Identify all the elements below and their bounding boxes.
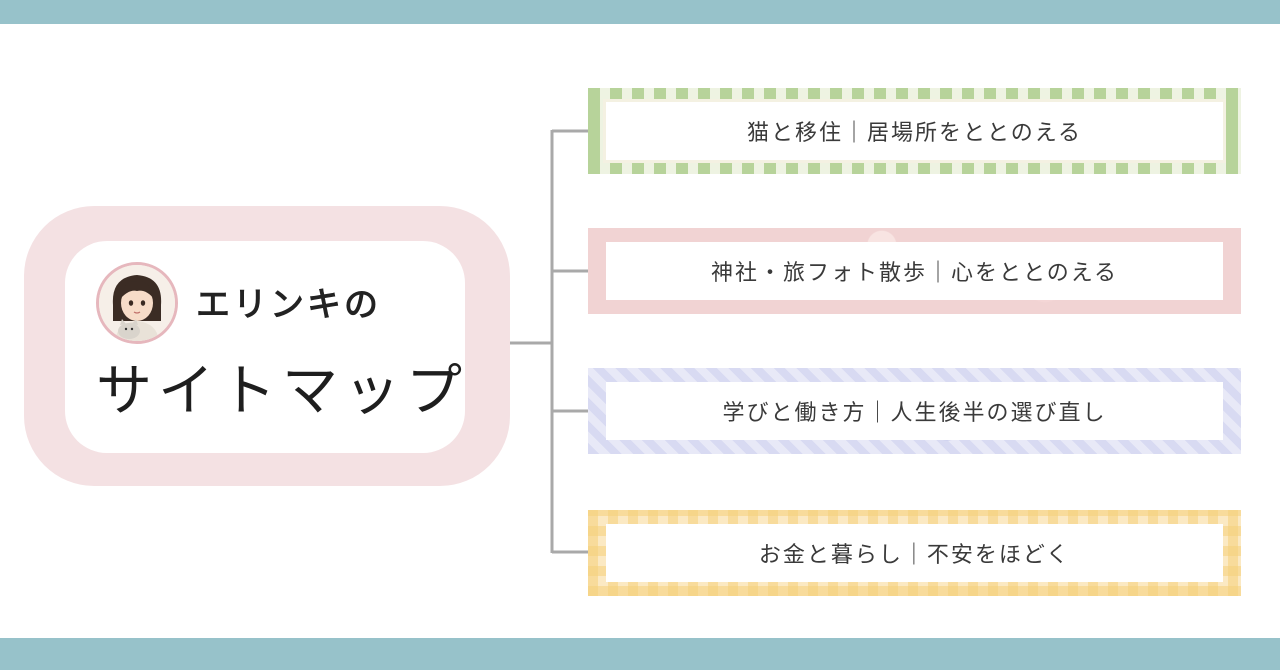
category-label: 猫と移住｜居場所をととのえる <box>746 121 1083 146</box>
bottom-band <box>0 638 1280 670</box>
category-box-inner: 神社・旅フォト散歩｜心をととのえる <box>606 242 1223 300</box>
category-label: 神社・旅フォト散歩｜心をととのえる <box>710 261 1119 286</box>
top-band <box>0 0 1280 24</box>
category-label: 学びと働き方｜人生後半の選び直し <box>722 401 1107 426</box>
author-name: エリンキの <box>196 285 381 325</box>
category-box-inner: お金と暮らし｜不安をほどく <box>606 524 1223 582</box>
author-avatar <box>96 262 178 344</box>
category-box-money-life[interactable]: お金と暮らし｜不安をほどく <box>588 510 1241 596</box>
avatar-illustration <box>99 265 175 341</box>
category-box-inner: 学びと働き方｜人生後半の選び直し <box>606 382 1223 440</box>
category-box-shrine-photo[interactable]: 神社・旅フォト散歩｜心をととのえる <box>588 228 1241 314</box>
category-box-inner: 猫と移住｜居場所をととのえる <box>606 102 1223 160</box>
category-label: お金と暮らし｜不安をほどく <box>758 543 1071 568</box>
category-box-learning-work[interactable]: 学びと働き方｜人生後半の選び直し <box>588 368 1241 454</box>
category-box-migration[interactable]: 猫と移住｜居場所をととのえる <box>588 88 1241 174</box>
page-title: サイトマップ <box>96 359 468 424</box>
